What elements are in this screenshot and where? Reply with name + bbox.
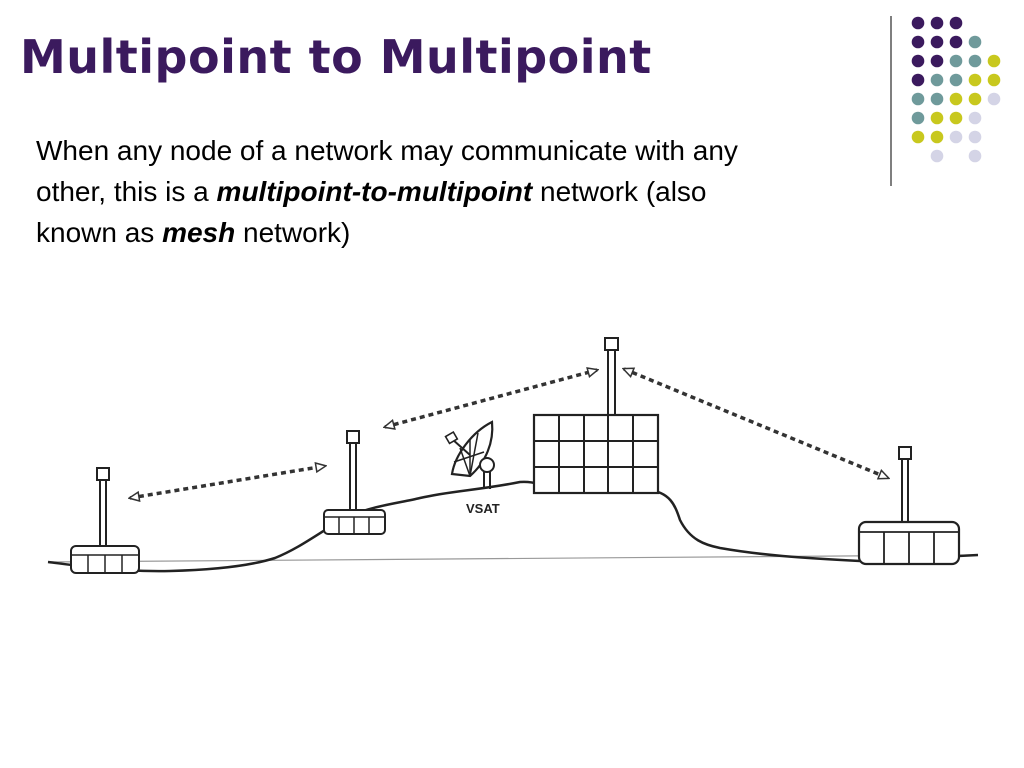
- term-mesh: mesh: [162, 217, 236, 248]
- decorative-dot: [949, 73, 963, 87]
- decorative-dot: [987, 54, 1001, 68]
- link-hilltop-to-right: [624, 367, 888, 480]
- node-hilltop: [532, 337, 660, 495]
- body-line-2-prefix: other, this is a: [36, 176, 217, 207]
- slide-title: Multipoint to Multipoint: [20, 30, 652, 84]
- decorative-dot: [949, 130, 963, 144]
- dot-pattern: [911, 16, 1001, 163]
- decorative-dot: [949, 54, 963, 68]
- decorative-dot: [949, 16, 963, 30]
- node-hilltop-building: [532, 413, 660, 495]
- decorative-dot: [930, 54, 944, 68]
- decorative-dot: [911, 54, 925, 68]
- vsat-dish: VSAT: [444, 420, 500, 516]
- decorative-dot: [930, 149, 944, 163]
- decorative-dot: [930, 111, 944, 125]
- body-line-3-prefix: known as: [36, 217, 163, 248]
- body-line-1: When any node of a network may communica…: [36, 135, 738, 166]
- node-left-antenna-head: [96, 467, 110, 481]
- vsat-label: VSAT: [466, 501, 500, 516]
- decorative-dot: [968, 92, 982, 106]
- decorative-dot: [949, 35, 963, 49]
- decorative-dot: [949, 111, 963, 125]
- terrain-outline: [47, 480, 979, 573]
- link-left-to-mid-left: [130, 466, 325, 498]
- decorative-dot: [911, 111, 925, 125]
- node-mid-left: [323, 430, 386, 535]
- decorative-dot: [968, 130, 982, 144]
- decorative-dot: [911, 92, 925, 106]
- decorative-dot: [911, 35, 925, 49]
- body-line-2-suffix: network (also: [532, 176, 707, 207]
- node-hilltop-antenna-head: [604, 337, 619, 351]
- link-mid-left-to-hilltop: [385, 370, 597, 427]
- decorative-dot: [968, 111, 982, 125]
- decorative-dot: [930, 92, 944, 106]
- node-right-antenna-head: [898, 446, 912, 460]
- body-line-3-suffix: network): [235, 217, 351, 248]
- decorative-dot: [911, 130, 925, 144]
- decorative-dot: [930, 73, 944, 87]
- decorative-dot: [930, 16, 944, 30]
- decorative-dot: [911, 73, 925, 87]
- decorative-dot: [949, 92, 963, 106]
- vsat-dish-pivot: [479, 457, 495, 473]
- mesh-network-diagram: VSAT: [47, 337, 979, 574]
- decorative-dot: [930, 130, 944, 144]
- decorative-dot: [968, 35, 982, 49]
- decorative-dot: [987, 92, 1001, 106]
- decorative-dot: [987, 73, 1001, 87]
- horizon-line: [47, 554, 979, 563]
- node-left: [70, 467, 140, 574]
- term-multipoint-to-multipoint: multipoint-to-multipoint: [216, 176, 533, 207]
- node-mid-left-antenna-head: [346, 430, 360, 444]
- decorative-dot: [968, 73, 982, 87]
- decorative-dot: [930, 35, 944, 49]
- decorative-dot: [911, 16, 925, 30]
- body-paragraph: When any node of a network may communica…: [36, 130, 896, 253]
- node-right: [857, 446, 961, 566]
- decorative-dot: [968, 149, 982, 163]
- decorative-dot: [968, 54, 982, 68]
